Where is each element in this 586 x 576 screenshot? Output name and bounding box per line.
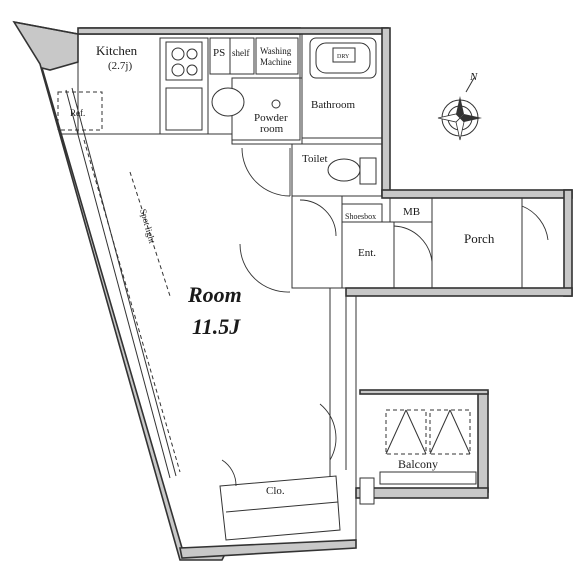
- exterior-wall-bottom: [179, 539, 357, 559]
- powder-door-swing: [241, 147, 291, 197]
- balcony-hatch-2: [429, 409, 471, 455]
- toilet-door-swing: [299, 199, 337, 237]
- label-ref: Ref.: [70, 108, 85, 118]
- label-powder-room: room: [260, 123, 284, 135]
- refrigerator: [57, 91, 103, 131]
- label-washing: Washing: [260, 46, 292, 56]
- compass-north-label: N: [469, 71, 478, 83]
- label-room-size: 11.5J: [192, 314, 241, 339]
- burner-3: [171, 63, 185, 77]
- spot-light-track-1: [83, 139, 181, 473]
- label-dry: DRY: [337, 54, 350, 60]
- kitchen-counter: [159, 37, 209, 135]
- stove: [165, 41, 203, 81]
- shoesbox: [341, 203, 383, 223]
- compass-rose-icon: [437, 77, 482, 141]
- bathroom-walls: [301, 33, 383, 139]
- floor-drain: [271, 99, 281, 109]
- burner-4: [186, 64, 198, 76]
- window-line-2: [71, 87, 177, 477]
- exterior-wall-porch-top: [381, 189, 573, 199]
- shelf: [229, 37, 255, 75]
- balcony-hatch-1: [385, 409, 427, 455]
- balcony-wall-bottom: [355, 487, 489, 499]
- hall-walls: [291, 195, 343, 289]
- toilet-tank: [359, 157, 377, 185]
- label-room: Room: [187, 282, 242, 307]
- ent-door-swing: [393, 225, 433, 263]
- balcony-wall-right: [477, 391, 489, 493]
- label-mb: MB: [403, 206, 420, 218]
- exterior-wall-bath-right: [381, 27, 391, 197]
- bathtub-inner: [315, 42, 371, 74]
- exterior-wall-porch-right: [563, 189, 573, 297]
- window-line-1: [65, 89, 171, 479]
- hatch-1-diag-a: [385, 409, 407, 455]
- label-ps: PS: [213, 47, 225, 59]
- label-toilet: Toilet: [302, 153, 328, 165]
- exterior-wall-top-bar: [77, 27, 389, 35]
- label-machine: Machine: [260, 57, 292, 67]
- balcony-box: [359, 477, 375, 505]
- label-powder: Powder: [254, 112, 288, 124]
- label-ent: Ent.: [358, 247, 376, 259]
- toilet-bowl: [327, 158, 361, 182]
- burner-1: [171, 47, 185, 61]
- closet-door-swing: [221, 459, 237, 487]
- label-shoesbox: Shoesbox: [345, 212, 376, 221]
- hatch-2-diag-b: [449, 409, 471, 455]
- porch-door-swing: [521, 205, 549, 241]
- balcony-outdoor-unit: [379, 471, 477, 485]
- washbasin: [211, 87, 245, 117]
- closet: [219, 475, 341, 541]
- label-clo: Clo.: [266, 485, 285, 497]
- kitchen-sink: [165, 87, 203, 131]
- label-kitchen: Kitchen: [96, 43, 138, 58]
- balcony-wall-top: [359, 389, 489, 395]
- exterior-wall-porch-bottom: [345, 287, 573, 297]
- label-kitchen-size: (2.7j): [108, 60, 132, 72]
- label-shelf: shelf: [232, 48, 250, 58]
- hatch-1-diag-b: [405, 409, 427, 455]
- label-porch: Porch: [464, 231, 495, 246]
- closet-rail: [225, 501, 339, 513]
- hatch-2-diag-a: [429, 409, 451, 455]
- label-balcony: Balcony: [398, 457, 438, 471]
- label-spot-light: Spot light: [138, 208, 157, 245]
- room-door-swing: [319, 403, 337, 461]
- hall-door-swing: [239, 243, 291, 293]
- spot-light-track-2: [129, 171, 171, 297]
- dry-panel: [332, 47, 356, 63]
- label-bathroom: Bathroom: [311, 99, 355, 111]
- washing-machine: [255, 37, 299, 75]
- burner-2: [186, 48, 198, 60]
